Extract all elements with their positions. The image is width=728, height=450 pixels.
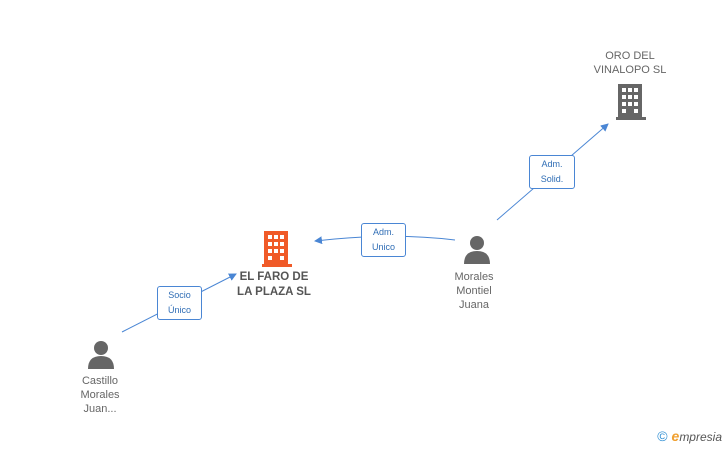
company-label-oro-del-vinalopo[interactable]: ORO DEL VINALOPO SL <box>593 50 667 76</box>
building-icon[interactable] <box>616 84 648 120</box>
company-label-el-faro-de-la-plaza[interactable]: EL FARO DE LA PLAZA SL <box>237 271 311 298</box>
empresia-logo[interactable]: empresia <box>671 428 722 444</box>
building-icon-main[interactable] <box>262 231 294 267</box>
person-label-castillo-morales-juan[interactable]: Castillo Morales Juan... <box>80 375 120 415</box>
person-icon[interactable] <box>86 339 116 369</box>
copyright-icon: © <box>657 428 668 444</box>
person-label-morales-montiel-juana[interactable]: Morales Montiel Juana <box>454 271 494 311</box>
edge-label-socio-unico: Socio Único <box>157 286 202 320</box>
edge-label-adm-solid: Adm. Solid. <box>529 155 575 189</box>
edge-label-adm-unico: Adm. Unico <box>361 223 406 257</box>
person-icon[interactable] <box>462 234 492 264</box>
brand-footer: © empresia <box>657 428 722 444</box>
